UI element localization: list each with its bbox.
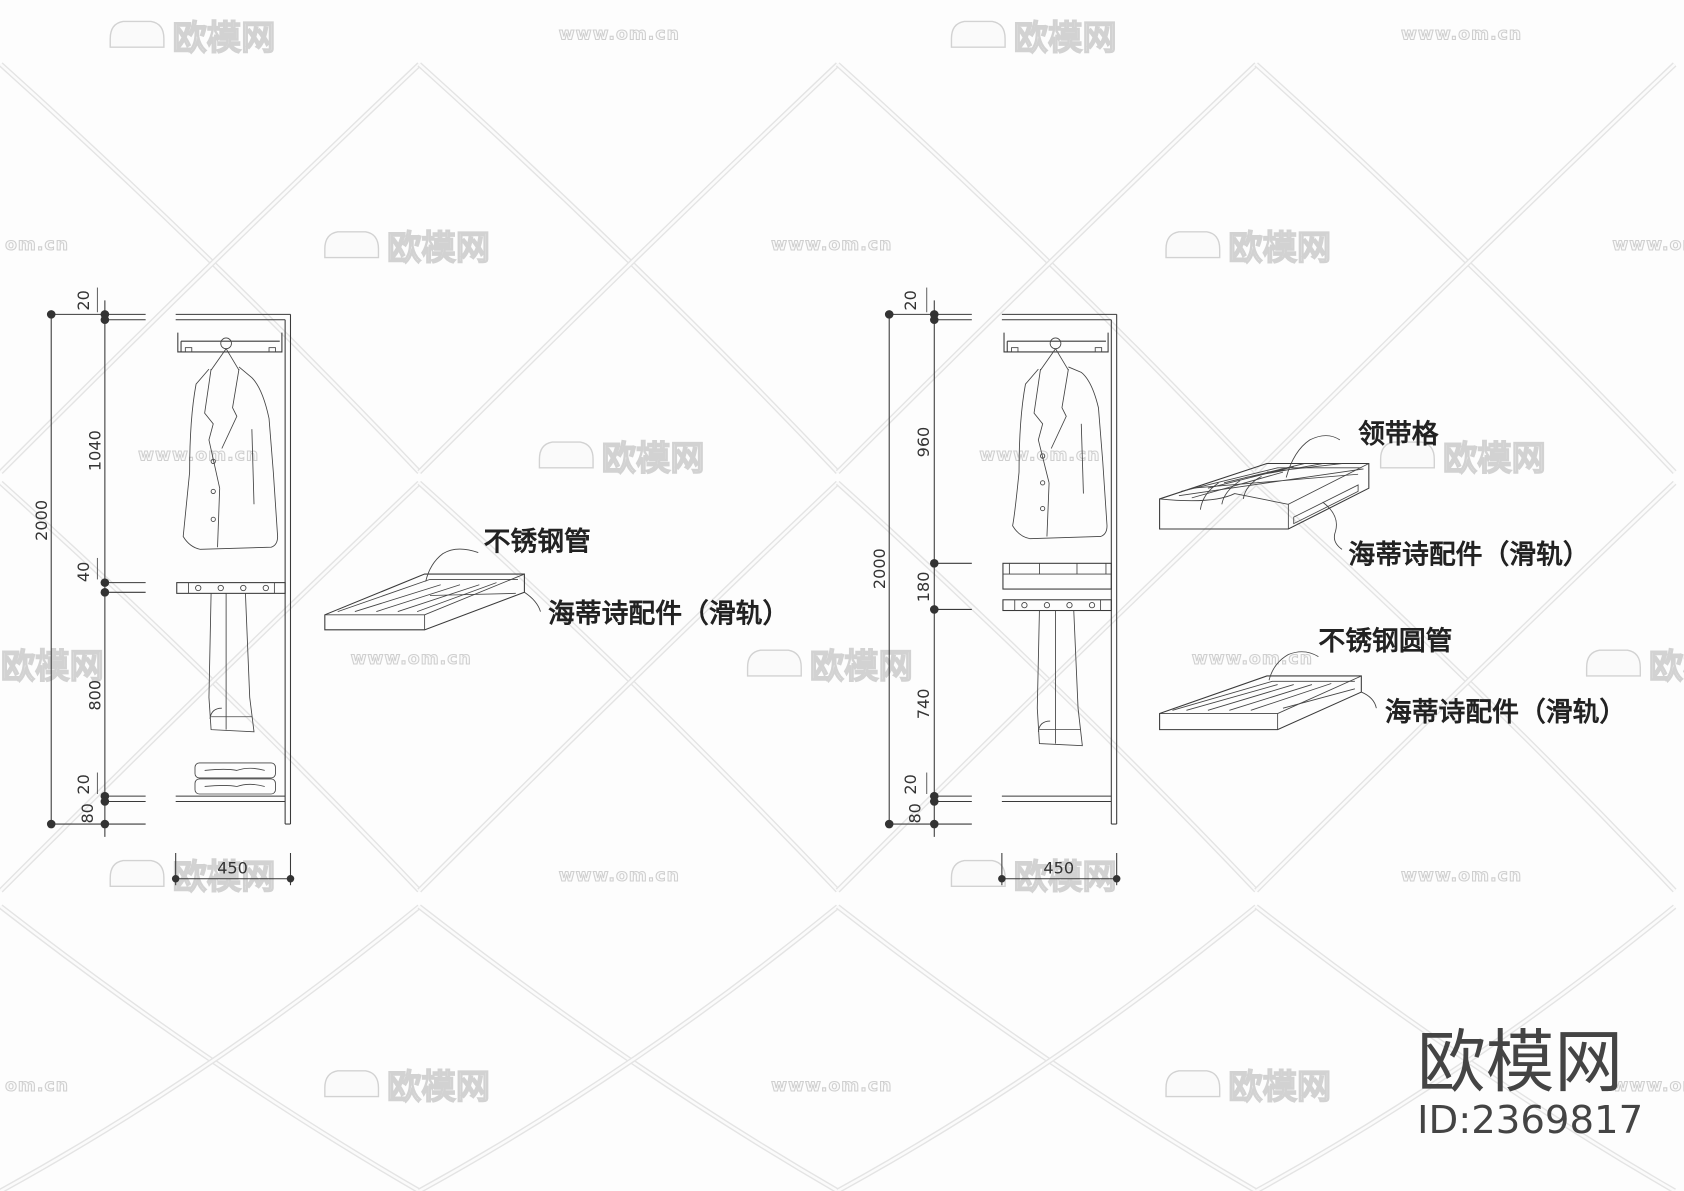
- tie-tray-front: [1002, 562, 1112, 590]
- sofa-icon: [1379, 441, 1435, 469]
- dim-overall-height: 2000: [32, 500, 51, 541]
- left-tube-rack-illustration: [324, 548, 525, 631]
- right-wardrobe-elevation: 2000 20 960 180 740 20 80: [870, 287, 1626, 886]
- callout-stainless-tube: 不锈钢管: [484, 526, 591, 557]
- sofa-icon: [950, 20, 1006, 48]
- svg-text:欧模网: 欧模网: [1014, 857, 1117, 897]
- tie-tray-illustration: [1159, 435, 1370, 550]
- dim-overall-height: 2000: [870, 548, 889, 589]
- sofa-icon: [538, 441, 594, 469]
- left-dimension-chain: 2000 20 1040 40 800 20 80: [32, 287, 146, 837]
- svg-text:欧模网: 欧模网: [602, 439, 705, 479]
- watermark-logo-2: 欧模网: [950, 18, 1117, 59]
- sofa-icon: [109, 20, 165, 48]
- watermark-logo-6: 欧模网: [1379, 438, 1547, 480]
- sofa-icon: [109, 859, 165, 887]
- watermark-url: www.om.cn: [1192, 649, 1313, 669]
- dim-tie-tray-zone: 180: [914, 572, 933, 603]
- left-wardrobe-elevation: 2000 20 1040 40 800 20 80: [32, 287, 789, 886]
- round-tube-rack-illustration: [1159, 651, 1377, 731]
- watermark-url: om.cn: [5, 235, 69, 255]
- trouser-rack: [176, 582, 286, 594]
- callout-round-tube-rail: 海蒂诗配件（滑轨）: [1385, 696, 1626, 728]
- dim-trouser-rack: 40: [74, 562, 93, 582]
- watermark-logo-11: 欧模网: [950, 857, 1117, 898]
- brand-name: 欧模网: [1417, 1023, 1623, 1103]
- right-width-dimension: 450: [998, 853, 1121, 886]
- watermark-url: www.om.cn: [351, 649, 472, 669]
- watermark-logo-13: 欧模网: [1165, 1067, 1332, 1108]
- svg-text:欧模网: 欧模网: [1228, 1068, 1331, 1108]
- watermark-layer: 欧模网 欧模网 欧模网 欧模网 欧模网 欧模网 欧模网 欧模网: [0, 18, 1684, 1191]
- watermark-url: www.om.cn: [1612, 235, 1684, 255]
- watermark-arcs: [0, 62, 1677, 1191]
- watermark-logo-5: 欧模网: [538, 438, 705, 480]
- watermark-url: www.om.cn: [979, 445, 1100, 465]
- dim-top-panel: 20: [74, 290, 93, 310]
- sofa-icon: [1165, 231, 1221, 259]
- watermark-url: om.cn: [5, 1076, 69, 1096]
- callout-tie-tray: 领带格: [1358, 419, 1440, 450]
- watermark-logo-3: 欧模网: [324, 228, 491, 269]
- svg-text:欧模网: 欧模网: [1, 647, 104, 687]
- brand-stamp: 欧模网 ID:2369817: [1417, 1023, 1643, 1143]
- trousers-icon: [208, 593, 255, 733]
- dim-bottom-panel: 20: [901, 774, 920, 794]
- watermark-url: www.om.cn: [559, 25, 680, 45]
- watermark-url: www.om.cn: [138, 445, 259, 465]
- watermark-url: www.om.cn: [1401, 866, 1522, 886]
- watermark-logo-1: 欧模网: [109, 18, 276, 59]
- leader-line: [524, 591, 541, 612]
- dim-top-panel: 20: [901, 290, 920, 310]
- svg-text:欧模网: 欧模网: [1014, 18, 1117, 58]
- sofa-icon: [1165, 1070, 1221, 1098]
- dim-width: 450: [217, 858, 248, 877]
- watermark-url: www.om.cn: [771, 1076, 892, 1096]
- jacket-icon: [1012, 337, 1108, 540]
- watermark-logo-9: 欧模网: [1585, 646, 1684, 688]
- sofa-icon: [1585, 649, 1641, 677]
- jacket-icon: [182, 337, 279, 550]
- sofa-icon: [746, 649, 802, 677]
- sofa-icon: [324, 231, 380, 259]
- trousers-icon: [1036, 610, 1083, 747]
- dim-bottom-panel: 20: [74, 774, 93, 794]
- trouser-rack: [1002, 599, 1112, 612]
- watermark-url: www.om.cn: [559, 866, 680, 886]
- dim-width: 450: [1043, 858, 1074, 877]
- right-cabinet-body: [1001, 313, 1118, 825]
- watermark-logo-10: 欧模网: [109, 857, 276, 898]
- folded-clothes-icon: [194, 762, 276, 795]
- svg-text:欧模网: 欧模网: [1443, 439, 1546, 479]
- dim-plinth: 80: [78, 803, 97, 823]
- watermark-url: www.om.cn: [771, 235, 892, 255]
- watermark-logo-7: 欧模网: [0, 646, 104, 687]
- dim-upper-hanging: 960: [914, 427, 933, 458]
- callout-tie-tray-rail: 海蒂诗配件（滑轨）: [1348, 538, 1589, 570]
- right-dimension-chain: 2000 20 960 180 740 20 80: [870, 287, 972, 837]
- left-cabinet-body: [175, 313, 292, 825]
- brand-id: ID:2369817: [1417, 1098, 1643, 1143]
- watermark-url: www.om.cn: [1612, 1076, 1684, 1096]
- svg-text:欧模网: 欧模网: [1228, 229, 1331, 269]
- svg-text:欧模网: 欧模网: [387, 229, 490, 269]
- watermark-logo-12: 欧模网: [324, 1067, 491, 1108]
- dim-lower-zone: 800: [86, 680, 105, 711]
- sofa-icon: [950, 859, 1006, 887]
- watermark-logo-8: 欧模网: [746, 646, 913, 688]
- dim-lower-zone: 740: [914, 689, 933, 720]
- dim-plinth: 80: [905, 803, 924, 823]
- svg-text:欧模网: 欧模网: [172, 857, 275, 897]
- watermark-logo-4: 欧模网: [1165, 228, 1332, 269]
- callout-round-tube: 不锈钢圆管: [1318, 626, 1452, 657]
- callout-slide-rail: 海蒂诗配件（滑轨）: [548, 597, 789, 629]
- dim-upper-hanging: 1040: [86, 430, 105, 471]
- svg-text:欧模网: 欧模网: [810, 647, 913, 687]
- sofa-icon: [324, 1070, 380, 1098]
- svg-text:欧模网: 欧模网: [172, 18, 275, 58]
- svg-text:欧模网: 欧模网: [1649, 647, 1684, 687]
- left-width-dimension: 450: [171, 853, 295, 886]
- watermark-url: www.om.cn: [1401, 25, 1522, 45]
- svg-text:欧模网: 欧模网: [387, 1068, 490, 1108]
